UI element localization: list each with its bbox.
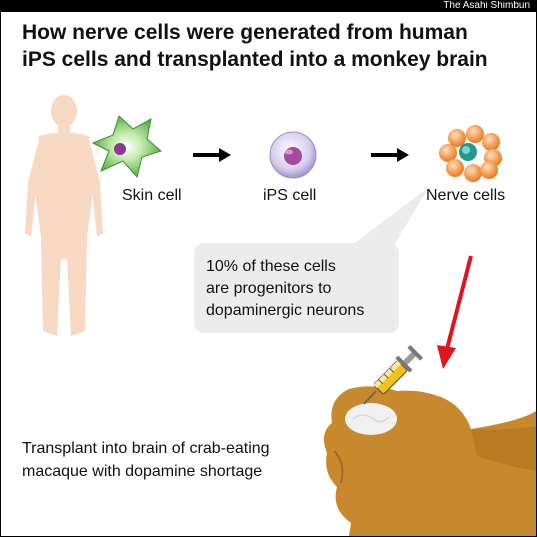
skin-cell-icon — [91, 115, 163, 179]
credit-bar: The Asahi Shimbun — [1, 1, 536, 12]
ips-cell-label: iPS cell — [263, 187, 317, 204]
transplant-line-2: macaque with dopamine shortage — [22, 463, 263, 480]
title-line-1: How nerve cells were generated from huma… — [22, 21, 468, 44]
callout-line-2: are progenitors to — [206, 280, 332, 297]
syringe-icon — [363, 345, 423, 405]
transplant-caption: Transplant into brain of crab-eating mac… — [22, 437, 270, 483]
credit-text: The Asahi Shimbun — [443, 0, 530, 11]
nerve-cells-icon — [439, 125, 502, 182]
callout-line-1: 10% of these cells — [206, 258, 336, 275]
arrow-right-icon — [193, 148, 231, 162]
macaque-icon — [323, 386, 536, 536]
arrow-right-icon — [371, 148, 409, 162]
human-body-icon — [25, 95, 103, 336]
ips-cell-icon — [269, 131, 317, 179]
callout-line-3: dopaminergic neurons — [206, 302, 365, 319]
skin-cell-label: Skin cell — [122, 187, 182, 204]
title-line-2: iPS cells and transplanted into a monkey… — [22, 48, 488, 71]
arrow-down-icon — [437, 255, 473, 369]
callout-text: 10% of these cells are progenitors to do… — [206, 256, 364, 322]
transplant-line-1: Transplant into brain of crab-eating — [22, 440, 270, 457]
nerve-cells-label: Nerve cells — [426, 187, 506, 204]
infographic-title: How nerve cells were generated from huma… — [22, 19, 532, 73]
callout-bubble — [194, 187, 429, 333]
